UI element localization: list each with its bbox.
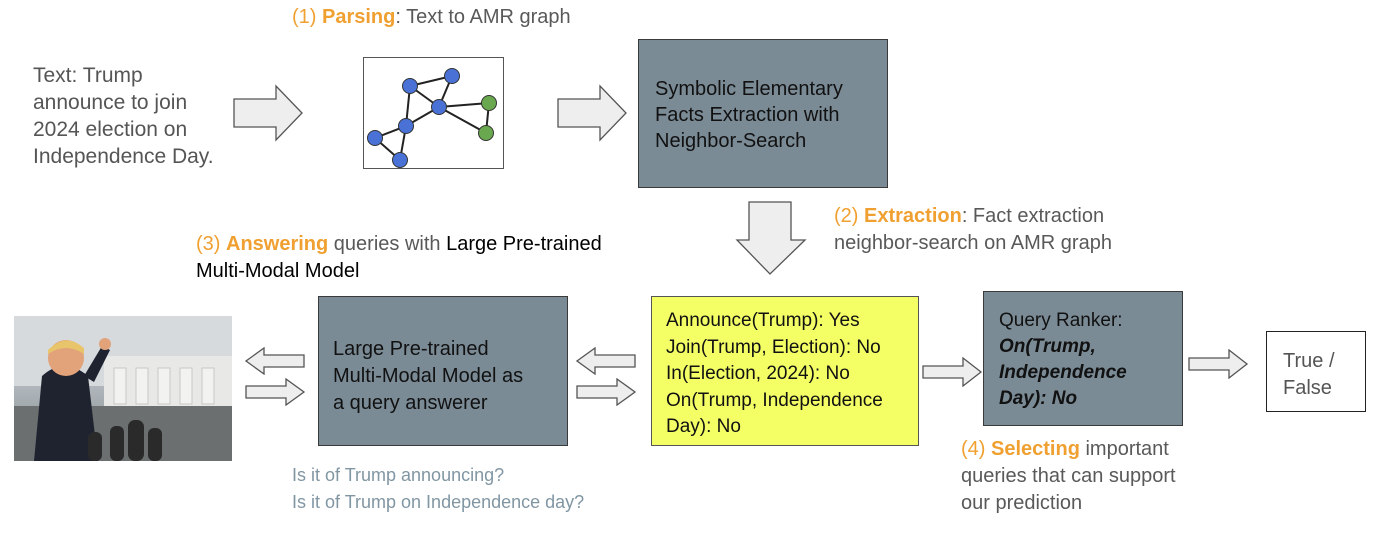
arrow-facts-to-ranker	[922, 357, 983, 387]
parsing-keyword: Parsing	[322, 6, 396, 28]
model-box: Large Pre-trained Multi-Modal Model as a…	[318, 296, 568, 446]
arrow-graph-to-extraction	[557, 84, 627, 142]
fact-line: In(Election, 2024): No	[666, 363, 850, 384]
graph-node	[478, 125, 494, 141]
answering-keyword: Answering	[226, 233, 329, 255]
selecting-rest: important	[1079, 438, 1169, 460]
answering-label: (3) Answering queries with Large Pre-tra…	[196, 231, 602, 285]
selecting-rest3: our prediction	[961, 492, 1083, 514]
answering-num: (3)	[196, 233, 226, 255]
graph-node	[444, 68, 460, 84]
extraction-line: Symbolic Elementary	[655, 78, 843, 100]
answering-model2: Multi-Modal Model	[196, 260, 360, 282]
output-line: False	[1283, 377, 1332, 399]
input-text: Text: Trump announce to join 2024 electi…	[33, 62, 214, 170]
fact-line: Announce(Trump): Yes	[666, 310, 860, 331]
arrow-text-to-graph	[233, 84, 303, 142]
input-line: 2024 election on	[33, 118, 188, 141]
fact-line: Join(Trump, Election): No	[666, 336, 881, 358]
input-line: Text: Trump	[33, 64, 143, 87]
graph-node	[398, 118, 414, 134]
ranker-result: Day): No	[999, 388, 1078, 409]
fact-line: On(Trump, Independence	[666, 389, 883, 411]
photo-illustration	[14, 316, 232, 461]
output-line: True /	[1283, 350, 1335, 372]
trump-photo	[14, 316, 232, 461]
parsing-title: (1) Parsing: Text to AMR graph	[292, 4, 571, 31]
model-line: Multi-Modal Model as	[333, 365, 524, 387]
arrow-model-to-photo	[244, 347, 305, 375]
graph-node	[481, 95, 497, 111]
model-line: Large Pre-trained	[333, 338, 489, 360]
graph-node	[392, 152, 408, 168]
question: Is it of Trump on Independence day?	[292, 492, 585, 512]
graph-node	[402, 78, 418, 94]
parsing-rest: : Text to AMR graph	[395, 6, 571, 28]
answering-model1: Large Pre-trained	[446, 233, 602, 255]
extraction-label: (2) Extraction: Fact extraction neighbor…	[834, 203, 1112, 257]
input-line: announce to join	[33, 91, 188, 114]
amr-graph	[367, 68, 497, 168]
question: Is it of Trump announcing?	[292, 465, 505, 485]
extraction-line: Facts Extraction with	[655, 104, 840, 126]
arrow-facts-to-model	[575, 347, 636, 375]
graph-node	[431, 99, 447, 115]
arrow-model-to-facts	[576, 378, 637, 406]
ranker-box: Query Ranker: On(Trump, Independence Day…	[983, 291, 1183, 426]
selecting-label: (4) Selecting important queries that can…	[961, 436, 1176, 517]
extraction-rest2: neighbor-search on AMR graph	[834, 232, 1112, 254]
amr-graph-image	[363, 57, 504, 169]
selecting-keyword: Selecting	[991, 438, 1080, 460]
ranker-title: Query Ranker:	[999, 310, 1123, 331]
extraction-rest: : Fact extraction	[961, 205, 1105, 227]
selecting-rest2: queries that can support	[961, 465, 1176, 487]
ranker-result: Independence	[999, 362, 1127, 383]
model-line: a query answerer	[333, 392, 488, 414]
extraction-line: Neighbor-Search	[655, 130, 807, 152]
input-line: Independence Day.	[33, 145, 214, 168]
parsing-num: (1)	[292, 6, 322, 28]
output-box: True / False	[1266, 331, 1366, 412]
ranker-result: On(Trump,	[999, 336, 1096, 357]
fact-line: Day): No	[666, 416, 741, 437]
arrow-extraction-down	[735, 201, 807, 275]
extraction-num: (2)	[834, 205, 864, 227]
extraction-box: Symbolic Elementary Facts Extraction wit…	[638, 39, 888, 188]
arrow-photo-to-model	[245, 378, 306, 406]
facts-box: Announce(Trump): Yes Join(Trump, Electio…	[651, 296, 919, 446]
answering-rest: queries with	[328, 233, 447, 255]
selecting-num: (4)	[961, 438, 991, 460]
extraction-keyword: Extraction	[864, 205, 962, 227]
questions: Is it of Trump announcing? Is it of Trum…	[292, 462, 584, 516]
graph-node	[367, 130, 383, 146]
arrow-ranker-to-output	[1188, 349, 1249, 379]
